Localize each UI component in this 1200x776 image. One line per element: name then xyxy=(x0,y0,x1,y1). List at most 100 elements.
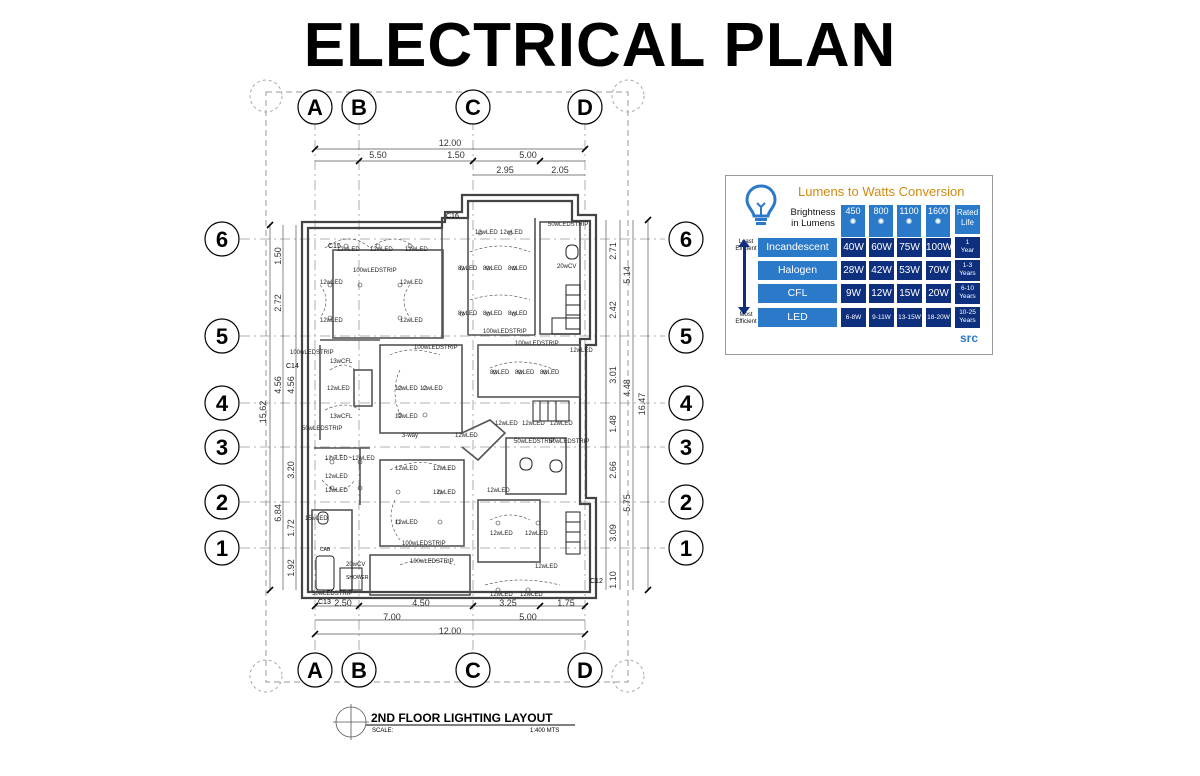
dim-bottom-sub-1: 7.00 xyxy=(383,612,401,622)
dim-bottom-seg-1: 2.50 xyxy=(334,598,352,608)
dim-left-seg-7: 1.92 xyxy=(286,559,296,577)
kitchen-counter xyxy=(551,317,581,335)
room-kitchen xyxy=(477,499,541,563)
dim-right-seg-10: 1.10 xyxy=(608,571,618,589)
svg-text:50wLEDSTRIP: 50wLEDSTRIP xyxy=(549,439,589,445)
corner-marker xyxy=(249,659,283,693)
circuit-arc xyxy=(319,284,411,319)
grid-label-2-right: 2 xyxy=(680,490,692,515)
dim-left-seg-3: 4.56 xyxy=(273,376,283,394)
sun-icon: ✺ xyxy=(905,217,913,226)
corner-marker xyxy=(611,659,645,693)
dim-bottom-seg-2: 4.50 xyxy=(412,598,430,608)
toilet xyxy=(549,459,563,473)
circuit-arc xyxy=(389,349,441,416)
grid-label-4-left: 4 xyxy=(216,391,229,416)
svg-text:12wLED: 12wLED xyxy=(320,318,343,324)
grid-label-a-bottom: A xyxy=(307,658,323,683)
toilet xyxy=(565,244,579,260)
tag-c13: C13 xyxy=(318,599,331,606)
dim-right-seg-4: 3.01 xyxy=(608,366,618,384)
dim-bottom-total: 12.00 xyxy=(439,626,462,636)
grid-label-a-top: A xyxy=(307,95,323,120)
lumens-450: 450✺ xyxy=(841,205,865,237)
dim-top-total: 12.00 xyxy=(439,138,462,148)
svg-text:12wLED: 12wLED xyxy=(550,421,573,427)
sun-icon: ✺ xyxy=(934,217,942,226)
dim-bottom-sub-2: 5.00 xyxy=(519,612,537,622)
svg-text:12wLED: 12wLED xyxy=(325,474,348,480)
room-bath-3 xyxy=(311,509,353,593)
grid-bubble-1-right xyxy=(668,530,704,566)
svg-text:12wLED: 12wLED xyxy=(405,247,428,253)
tag-c16: C16 xyxy=(446,213,459,220)
dim-left-seg-5: 6.84 xyxy=(273,504,283,522)
tag-c12: C12 xyxy=(590,578,603,585)
grid-label-b-bottom: B xyxy=(351,658,367,683)
cell: 9W xyxy=(841,284,866,303)
cell: 40W xyxy=(841,238,866,257)
grid-bubble-1-left xyxy=(204,530,240,566)
svg-text:8wLED: 8wLED xyxy=(490,370,510,376)
cell: 20W xyxy=(926,284,951,303)
dim-right-seg-9: 5.75 xyxy=(622,494,632,512)
grid-bubble-4-right xyxy=(668,385,704,421)
tag-cab: CAB xyxy=(320,547,331,553)
cell: 60W xyxy=(869,238,894,257)
svg-text:20wCV: 20wCV xyxy=(346,562,365,568)
dim-top-seg-2: 1.50 xyxy=(447,150,465,160)
stair-fixture xyxy=(565,284,581,330)
room-master xyxy=(332,249,444,339)
dim-left-seg-4: 3.20 xyxy=(286,461,296,479)
cell: 13-15W xyxy=(897,308,922,327)
lumens-1600: 1600✺ xyxy=(926,205,950,237)
svg-text:12wLED: 12wLED xyxy=(500,230,523,236)
grid-label-3-right: 3 xyxy=(680,435,692,460)
svg-text:100wLEDSTRIP: 100wLEDSTRIP xyxy=(402,541,446,547)
dim-top-seg-1: 5.50 xyxy=(369,150,387,160)
tag-c14: C14 xyxy=(286,363,299,370)
lightbulb-icon xyxy=(745,184,777,225)
row-led: LED xyxy=(758,308,837,327)
dim-right-seg-5: 4.48 xyxy=(622,379,632,397)
svg-text:100wLEDSTRIP: 100wLEDSTRIP xyxy=(290,350,334,356)
room-bedroom-3 xyxy=(477,344,581,398)
sun-icon: ✺ xyxy=(877,217,885,226)
grid-bubble-2-right xyxy=(668,484,704,520)
svg-text:12wLED: 12wLED xyxy=(490,531,513,537)
room-bedroom-2 xyxy=(379,344,463,434)
layout-title: 2ND FLOOR LIGHTING LAYOUT xyxy=(371,711,553,725)
chart-title: Lumens to Watts Conversion xyxy=(798,184,965,199)
grid-bubble-5-left xyxy=(204,318,240,354)
grid-bubble-6-right xyxy=(668,221,704,257)
grid-label-6-right: 6 xyxy=(680,227,692,252)
grid-bubble-c-bottom xyxy=(455,652,491,688)
grid-label-c-bottom: C xyxy=(465,658,481,683)
dim-left-seg-6: 1.72 xyxy=(286,519,296,537)
grid-bubble-c-top xyxy=(455,89,491,125)
stove-fixture xyxy=(532,400,570,422)
svg-text:100wLEDSTRIP: 100wLEDSTRIP xyxy=(353,268,397,274)
dim-top-seg-3: 5.00 xyxy=(519,150,537,160)
stair-landing xyxy=(461,419,507,462)
svg-text:8wLED: 8wLED xyxy=(540,370,560,376)
grid-bubble-5-right xyxy=(668,318,704,354)
svg-text:12wLED: 12wLED xyxy=(320,280,343,286)
bathtub xyxy=(315,555,335,591)
svg-text:12wLED: 12wLED xyxy=(570,348,593,354)
svg-text:12wLED: 12wLED xyxy=(535,564,558,570)
exterior-wall xyxy=(300,193,598,600)
room-bath-2 xyxy=(505,437,567,495)
grid-label-1-right: 1 xyxy=(680,536,692,561)
grid-label-4-right: 4 xyxy=(680,391,693,416)
lumens-800: 800✺ xyxy=(869,205,893,237)
toilet xyxy=(317,511,329,525)
dim-right-total: 16.47 xyxy=(637,393,647,416)
lumens-1100: 1100✺ xyxy=(897,205,921,237)
grid-label-6-left: 6 xyxy=(216,227,228,252)
grid-label-1-left: 1 xyxy=(216,536,228,561)
svg-text:12wLED: 12wLED xyxy=(400,318,423,324)
